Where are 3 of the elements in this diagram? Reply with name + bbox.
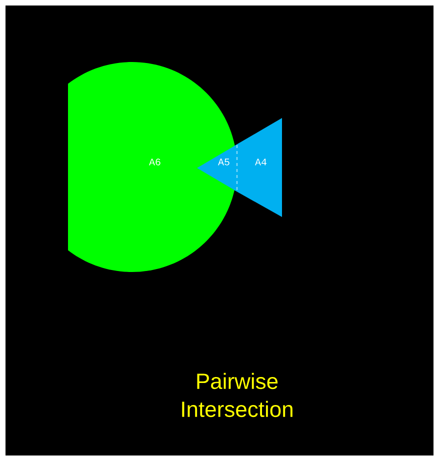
node-label: A5 <box>218 158 230 166</box>
caption: Pairwise Intersection <box>182 372 292 418</box>
intersection-region: A5 <box>197 145 236 191</box>
